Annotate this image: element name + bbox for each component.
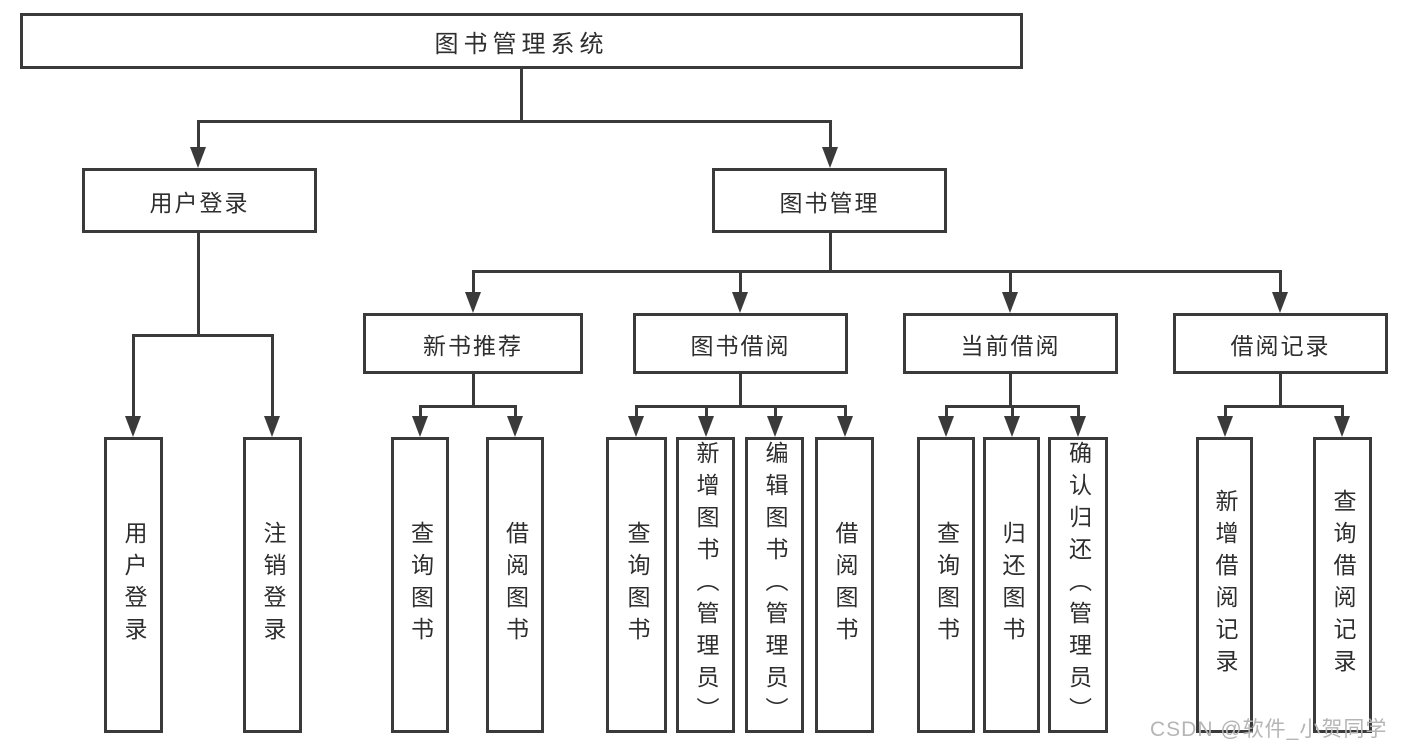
node-label: 查询图书 bbox=[933, 521, 960, 649]
arrowhead-down-icon bbox=[1002, 292, 1018, 313]
node-label: 新增借阅记录 bbox=[1212, 489, 1238, 681]
connector-drop bbox=[635, 405, 638, 419]
connector-drop bbox=[1011, 405, 1014, 419]
node-label: 查询图书 bbox=[624, 521, 650, 649]
connector-rail bbox=[419, 405, 517, 408]
connector-stem bbox=[472, 374, 475, 408]
connector-drop bbox=[1224, 405, 1227, 419]
arrowhead-down-icon bbox=[698, 416, 714, 437]
node-label: 图书管理系统 bbox=[434, 30, 609, 58]
connector-drop bbox=[1009, 270, 1012, 295]
node-label: 图书借阅 bbox=[690, 332, 791, 359]
watermark-text: CSDN @软件_小贺同学 bbox=[1150, 718, 1388, 741]
arrowhead-down-icon bbox=[822, 147, 838, 168]
arrowhead-down-icon bbox=[1217, 416, 1233, 437]
arrowhead-down-icon bbox=[264, 416, 280, 437]
node-label: 图书管理 bbox=[779, 189, 880, 216]
node-label: 查询图书 bbox=[407, 521, 434, 649]
node-leaf-bb-edit-book: 编辑图书（管理员） bbox=[745, 437, 804, 733]
connector-drop bbox=[829, 120, 832, 150]
arrowhead-down-icon bbox=[1070, 416, 1086, 437]
arrowhead-down-icon bbox=[412, 416, 428, 437]
arrowhead-down-icon bbox=[837, 416, 853, 437]
connector-drop bbox=[472, 270, 475, 295]
arrowhead-down-icon bbox=[190, 147, 206, 168]
node-label: 新书推荐 bbox=[423, 332, 523, 359]
node-leaf-logout: 注销登录 bbox=[243, 437, 302, 733]
node-new-book-rec: 新书推荐 bbox=[363, 313, 583, 374]
connector-drop bbox=[1077, 405, 1080, 419]
node-leaf-bb-add-book: 新增图书（管理员） bbox=[676, 437, 735, 733]
node-borrow-record: 借阅记录 bbox=[1173, 313, 1388, 374]
node-current-borrow: 当前借阅 bbox=[903, 313, 1118, 374]
connector-stem bbox=[739, 374, 742, 408]
node-leaf-br-query-record: 查询借阅记录 bbox=[1313, 437, 1372, 733]
connector-rail bbox=[472, 270, 1282, 273]
connector-drop bbox=[774, 405, 777, 419]
connector-drop bbox=[844, 405, 847, 419]
node-leaf-cb-query-book: 查询图书 bbox=[917, 437, 975, 733]
node-label: 确认归还（管理员） bbox=[1065, 441, 1092, 729]
connector-drop bbox=[945, 405, 948, 419]
arrowhead-down-icon bbox=[465, 292, 481, 313]
node-label: 归还图书 bbox=[999, 521, 1025, 649]
arrowhead-down-icon bbox=[125, 416, 141, 437]
node-leaf-br-add-record: 新增借阅记录 bbox=[1196, 437, 1253, 733]
connector-stem bbox=[197, 233, 200, 337]
connector-rail bbox=[132, 334, 274, 337]
connector-drop bbox=[705, 405, 708, 419]
connector-drop bbox=[419, 405, 422, 419]
node-book-borrow: 图书借阅 bbox=[633, 313, 848, 374]
connector-drop bbox=[739, 270, 742, 295]
connector-stem bbox=[829, 233, 832, 273]
node-book-mgmt: 图书管理 bbox=[712, 168, 947, 233]
node-leaf-cb-confirm-return: 确认归还（管理员） bbox=[1048, 437, 1108, 733]
node-label: 注销登录 bbox=[260, 521, 286, 649]
connector-drop bbox=[1279, 270, 1282, 295]
connector-drop bbox=[132, 334, 135, 419]
node-label: 编辑图书（管理员） bbox=[762, 441, 788, 729]
node-label: 查询借阅记录 bbox=[1330, 489, 1356, 681]
node-leaf-nbr-query-book: 查询图书 bbox=[391, 437, 449, 733]
arrowhead-down-icon bbox=[1334, 416, 1350, 437]
node-label: 借阅记录 bbox=[1230, 332, 1331, 359]
connector-rail bbox=[1224, 405, 1344, 408]
node-leaf-user-login: 用户登录 bbox=[104, 437, 163, 733]
arrowhead-down-icon bbox=[732, 292, 748, 313]
node-user-login: 用户登录 bbox=[82, 168, 317, 233]
arrowhead-down-icon bbox=[938, 416, 954, 437]
connector-stem bbox=[1009, 374, 1012, 408]
connector-drop bbox=[1341, 405, 1344, 419]
connector-drop bbox=[271, 334, 274, 419]
connector-stem bbox=[1279, 374, 1282, 408]
connector-drop bbox=[514, 405, 517, 419]
node-label: 新增图书（管理员） bbox=[693, 441, 719, 729]
arrowhead-down-icon bbox=[1004, 416, 1020, 437]
node-leaf-cb-return-book: 归还图书 bbox=[983, 437, 1040, 733]
arrowhead-down-icon bbox=[628, 416, 644, 437]
connector-drop bbox=[197, 120, 200, 150]
node-root: 图书管理系统 bbox=[20, 13, 1023, 69]
connector-rail bbox=[635, 405, 847, 408]
node-label: 用户登录 bbox=[149, 189, 250, 216]
node-leaf-bb-query-book: 查询图书 bbox=[606, 437, 667, 733]
connector-rail bbox=[197, 120, 832, 123]
node-leaf-bb-borrow-book: 借阅图书 bbox=[815, 437, 874, 733]
arrowhead-down-icon bbox=[1272, 292, 1288, 313]
arrowhead-down-icon bbox=[767, 416, 783, 437]
node-label: 用户登录 bbox=[121, 521, 147, 649]
connector-stem bbox=[520, 69, 523, 123]
node-leaf-nbr-borrow-book: 借阅图书 bbox=[486, 437, 544, 733]
node-label: 借阅图书 bbox=[832, 521, 858, 649]
node-label: 当前借阅 bbox=[960, 332, 1061, 359]
arrowhead-down-icon bbox=[507, 416, 523, 437]
node-label: 借阅图书 bbox=[502, 521, 529, 649]
